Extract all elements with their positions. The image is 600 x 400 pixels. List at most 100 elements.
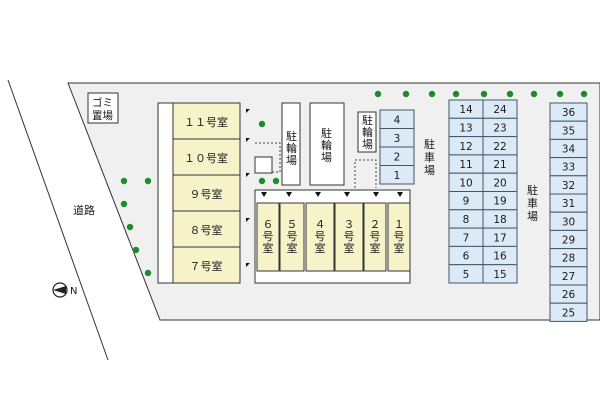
tree-icon [402, 90, 410, 98]
svg-text:６: ６ [263, 218, 274, 231]
parking-space: 4 [379, 109, 415, 129]
unit-room: １０号室 [172, 138, 241, 176]
svg-text:33: 33 [562, 162, 575, 174]
tree-icon [120, 200, 128, 208]
unit-room: ６号室 [256, 202, 280, 272]
bike-parking-1: 駐 輪 場 [281, 102, 301, 186]
parking-space: 28 [549, 248, 588, 268]
entrance-mark [246, 109, 250, 113]
svg-text:４: ４ [315, 218, 326, 231]
svg-text:10: 10 [459, 177, 472, 189]
entrance-mark [246, 173, 250, 177]
svg-text:場: 場 [321, 151, 332, 164]
svg-text:置場: 置場 [92, 109, 113, 122]
svg-text:場: 場 [527, 210, 538, 223]
tree-icon [258, 120, 266, 128]
svg-text:駐: 駐 [362, 113, 373, 127]
parking-space: 30 [549, 211, 588, 231]
entrances [246, 109, 403, 267]
parking-space: 3 [379, 128, 415, 148]
car-parking-label: 駐 車 場 [424, 137, 435, 177]
garbage-area: ゴミ 置場 [87, 92, 119, 124]
svg-text:27: 27 [562, 271, 575, 283]
parking-space: 2 [379, 146, 415, 166]
svg-text:ゴミ: ゴミ [92, 96, 113, 109]
parking-space: 36 [549, 102, 588, 122]
svg-text:7: 7 [463, 232, 470, 244]
entrance-mark [344, 192, 350, 197]
dashed-path [255, 142, 281, 173]
tree-icon [374, 90, 382, 98]
tree-icon [580, 90, 588, 98]
parking-space: 33 [549, 157, 588, 177]
svg-text:31: 31 [562, 198, 575, 210]
parking-space: 20 [482, 172, 518, 192]
parking-space: 32 [549, 175, 588, 195]
svg-text:14: 14 [459, 104, 473, 116]
tree-icon [120, 177, 128, 185]
svg-text:号: 号 [263, 230, 274, 243]
parking-space: 17 [482, 227, 518, 247]
svg-text:号: 号 [344, 230, 355, 243]
svg-text:車: 車 [527, 196, 538, 210]
tree-icon [480, 90, 488, 98]
svg-text:室: 室 [370, 241, 381, 255]
svg-text:16: 16 [493, 251, 507, 263]
parking-space: 8 [448, 209, 484, 229]
svg-text:室: 室 [394, 241, 405, 255]
bike-parking-2: 駐 輪 場 [309, 102, 345, 186]
svg-text:30: 30 [562, 216, 575, 228]
tree-icon [144, 177, 152, 185]
parking-space: 23 [482, 117, 518, 138]
bike-parking-3: 駐 輪 場 [357, 111, 377, 153]
svg-text:4: 4 [394, 114, 401, 126]
entrance-mark [246, 218, 250, 222]
svg-text:34: 34 [562, 144, 576, 156]
parking-space: 10 [448, 172, 484, 192]
parking-space: 15 [482, 264, 518, 284]
parking-space: 35 [549, 120, 588, 140]
parking-space: 21 [482, 154, 518, 174]
small-shed [254, 156, 273, 174]
svg-text:５: ５ [287, 218, 298, 231]
unit-room: ２号室 [363, 202, 387, 272]
parking-space: 11 [448, 154, 484, 174]
svg-text:１０号室: １０号室 [184, 151, 228, 165]
entrance-mark [315, 192, 321, 197]
svg-text:室: 室 [263, 241, 274, 255]
svg-text:3: 3 [394, 133, 401, 145]
svg-text:号: 号 [315, 230, 326, 243]
unit-room: ３号室 [334, 202, 364, 272]
svg-text:駐: 駐 [424, 137, 435, 151]
svg-text:19: 19 [493, 196, 506, 208]
parking-space: 22 [482, 136, 518, 156]
svg-text:12: 12 [459, 141, 472, 153]
svg-text:8: 8 [463, 214, 470, 226]
road-edge-line [7, 79, 109, 361]
svg-text:輪: 輪 [286, 141, 297, 155]
unit-room: １１号室 [172, 102, 241, 140]
entrance-mark [397, 192, 403, 197]
unit-room: ７号室 [172, 246, 241, 284]
svg-text:21: 21 [493, 159, 506, 171]
svg-text:36: 36 [562, 107, 576, 119]
parking-space: 19 [482, 191, 518, 211]
parking-space: 31 [549, 193, 588, 213]
tree-icon [506, 90, 514, 98]
svg-text:７号室: ７号室 [190, 259, 223, 273]
svg-text:2: 2 [394, 151, 401, 163]
tree-icon [530, 90, 538, 98]
parking-space: 16 [482, 245, 518, 266]
svg-text:32: 32 [562, 180, 575, 192]
svg-text:N: N [70, 286, 77, 297]
car-parking-label: 駐 車 場 [527, 183, 538, 223]
svg-text:18: 18 [493, 214, 506, 226]
svg-text:１１号室: １１号室 [184, 115, 228, 129]
tree-icon [556, 90, 564, 98]
svg-text:11: 11 [459, 159, 472, 171]
svg-text:26: 26 [562, 289, 576, 301]
unit-room: １号室 [387, 202, 411, 272]
unit-room: ８号室 [172, 210, 241, 248]
